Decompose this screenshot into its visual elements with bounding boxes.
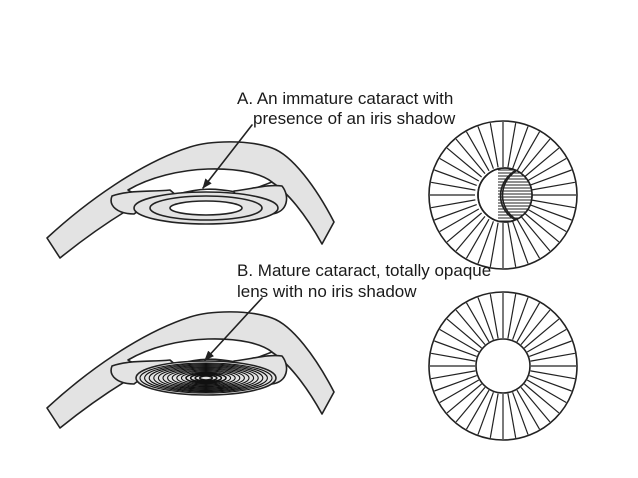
iris-spoke [465,218,490,259]
iris-spoke [489,222,499,268]
iris-spoke [507,293,517,339]
arrow-b [204,297,263,361]
pupil-b [475,338,531,394]
iris-spoke [455,387,486,423]
iris-spoke [465,389,490,430]
iris-spoke [477,126,494,169]
lens-ring [180,371,232,385]
lens-ring-a1 [149,195,263,221]
iris-spoke [446,147,482,178]
lens-ring [185,372,227,384]
front-view-b [428,291,578,441]
iris-spoke [529,169,572,186]
iris-spoke [430,370,476,380]
iris-spoke [446,212,482,243]
iris-spoke [430,352,476,362]
lens-ring [189,373,223,383]
iris-spoke [529,375,572,392]
lens-ring [139,362,273,394]
iris-spoke [507,393,517,439]
iris-spoke [507,122,517,168]
iris-spoke [524,212,560,243]
iris-shadow-a [498,168,532,222]
iris-spoke [524,383,560,414]
iris-spoke [434,169,477,186]
iris-spoke [477,392,494,435]
iris-spoke [516,218,541,259]
iris-spoke [520,309,551,345]
iris-spoke [446,318,482,349]
iris-spoke [446,383,482,414]
iris-spoke [530,370,576,380]
lens-ring [162,367,250,389]
iris-spoke [489,293,499,339]
iris-spoke [526,208,567,233]
iris-spoke [520,216,551,252]
iris-spoke [434,204,477,221]
iris-spoke [455,309,486,345]
iris-spoke [512,221,529,264]
iris-spoke [455,216,486,252]
panel-a: A. An immature cataract with presence of… [46,89,578,270]
iris-spoke [489,122,499,168]
panel-b: B. Mature cataract, totally opaque lens … [46,261,578,441]
iris-spoke [439,208,480,233]
iris-spoke [439,328,480,353]
arrow-a [202,124,253,189]
iris-spoke [524,318,560,349]
iris-spoke [530,352,576,362]
iris-spoke [477,297,494,340]
iris-spoke [430,181,476,191]
iris-spoke [434,375,477,392]
iris-spoke [430,199,476,209]
lens-ring [144,363,268,393]
eye-cross-section-a [46,141,335,259]
iris-spoke [526,328,567,353]
iris-spoke [512,392,529,435]
iris-spoke [439,379,480,404]
iris-spoke [529,204,572,221]
iris-spoke [530,199,576,209]
iris-spoke [526,157,567,182]
lens-nucleus-a [169,200,243,216]
iris-spoke [516,302,541,343]
iris-spoke [516,131,541,172]
iris-spoke [477,221,494,264]
iris-spoke [465,302,490,343]
caption-b-line2: lens with no iris shadow [237,282,417,301]
caption-a-line1: A. An immature cataract with [237,89,453,108]
caption-b-line1: B. Mature cataract, totally opaque [237,261,491,280]
iris-spoke [465,131,490,172]
iris-spoke [507,222,517,268]
lens-ring [199,375,214,381]
iris-spoke [434,340,477,357]
lens-ring [167,368,245,388]
lens-ring [194,374,218,382]
eye-cross-section-b [46,311,335,429]
lens-ring [153,365,259,391]
iris-spoke [526,379,567,404]
iris-spoke [512,297,529,340]
iris-spoke [512,126,529,169]
iris-spoke [529,340,572,357]
iris-spokes-a [430,122,576,268]
iris-spoke [530,181,576,191]
lens-ring [148,364,264,392]
lens-ring [171,369,241,387]
caption-a-line2: presence of an iris shadow [253,109,456,128]
iris-spokes-b [430,293,576,439]
iris-spoke [516,389,541,430]
iris-spoke [520,387,551,423]
iris-spoke [520,138,551,174]
iris-spoke [524,147,560,178]
lens-ring [157,366,255,390]
lens-ring [176,370,236,386]
front-view-a [428,120,578,270]
iris-spoke [455,138,486,174]
iris-spoke [439,157,480,182]
lens-opaque-rings-b [139,362,273,394]
iris-spoke [489,393,499,439]
